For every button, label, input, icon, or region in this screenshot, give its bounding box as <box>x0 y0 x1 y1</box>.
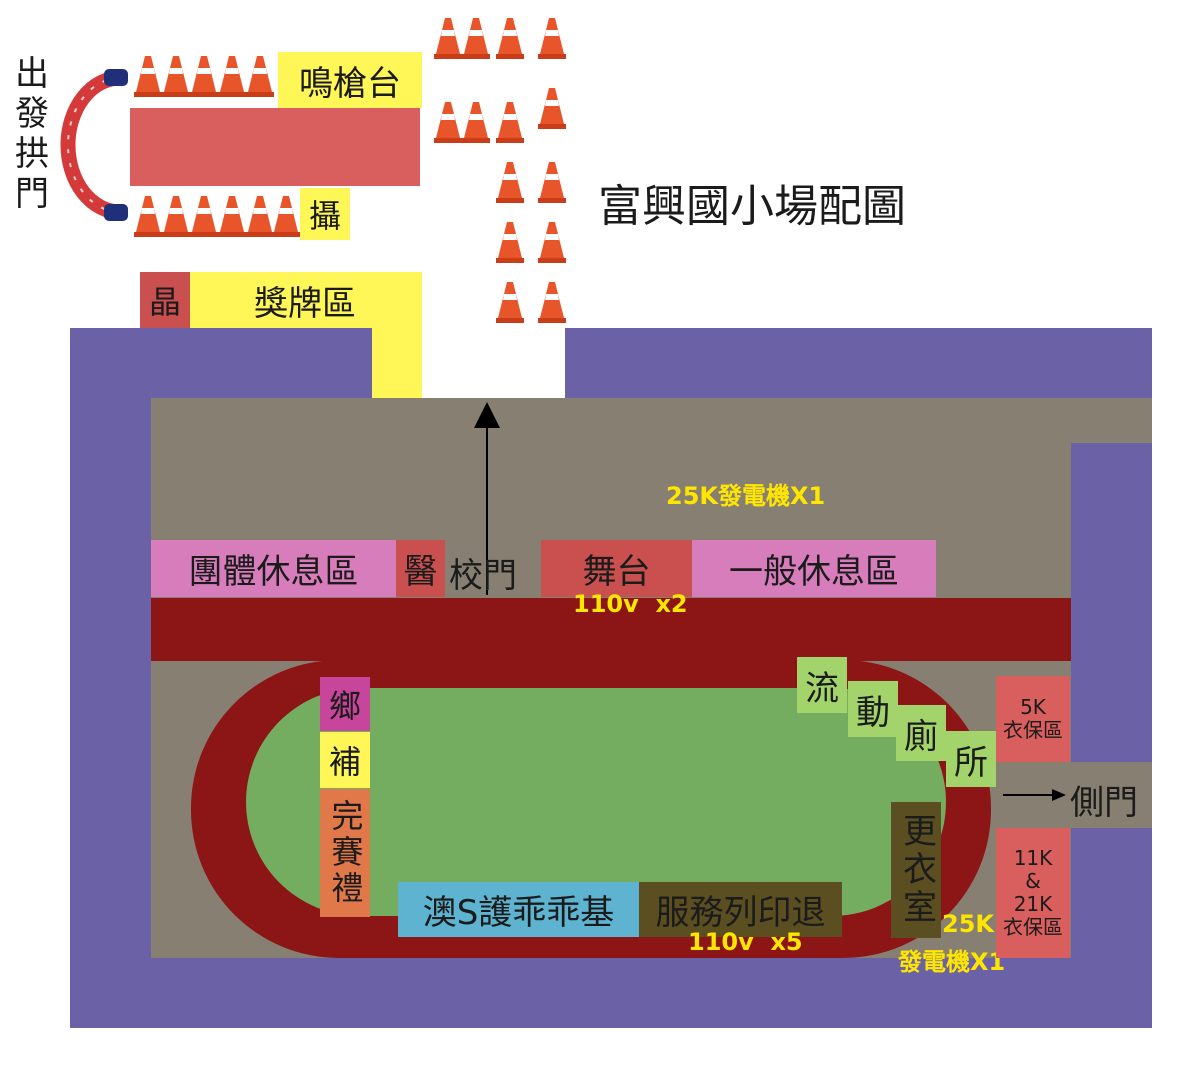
infield <box>246 688 946 916</box>
track-top <box>151 598 1071 661</box>
bag-storage-11k-21k: 11K & 21K 衣保區 <box>996 828 1070 958</box>
medal-area-label: 獎牌區 <box>254 283 356 324</box>
generator-bottom-note-2: 發電機X1 <box>898 948 1006 976</box>
side-gate-label: 側門 <box>1070 783 1138 823</box>
toilet-block-1: 流 <box>797 657 847 713</box>
toilet-block-2: 動 <box>848 681 898 737</box>
medical-station: 醫 <box>396 540 445 597</box>
sponsor-booth: 澳S護乖乖基 <box>398 882 639 937</box>
stage-area: 舞台 <box>541 540 692 597</box>
group-rest-area: 團體休息區 <box>151 540 396 597</box>
bag-storage-5k: 5K 衣保區 <box>996 676 1070 762</box>
generator-top-note: 25K發電機X1 <box>666 482 826 510</box>
service-power-note: 110v x5 <box>688 928 803 956</box>
crystal-label: 晶 <box>140 272 190 328</box>
general-rest-area: 一般休息區 <box>692 540 936 597</box>
generator-bottom-note-1: 25K <box>942 910 994 938</box>
arrow-up-icon-head <box>474 402 500 428</box>
service-booth: 服務列印退 <box>639 882 842 937</box>
start-carpet <box>130 108 420 186</box>
finisher-gift-block: 完賽禮 <box>320 789 370 917</box>
supply-block-1: 鄉補 <box>320 677 370 731</box>
school-gate-label: 校門 <box>449 556 517 596</box>
inflatable-arch-icon <box>60 70 121 220</box>
start-arch-label: 出發拱門 <box>8 55 49 215</box>
page-title: 富興國小場配圖 <box>598 181 906 232</box>
right-wall-lower <box>1071 828 1152 1028</box>
stage-power-note: 110v x2 <box>573 590 688 618</box>
supply-block-2: 補 <box>320 732 370 788</box>
toilet-block-4: 所 <box>946 731 996 787</box>
camera-label: 攝 <box>300 188 350 240</box>
medal-zone-corridor <box>372 272 422 398</box>
changing-room: 更衣室 <box>891 802 941 938</box>
toilet-block-3: 廁 <box>896 705 946 761</box>
starter-stand-label: 鳴槍台 <box>278 52 422 108</box>
